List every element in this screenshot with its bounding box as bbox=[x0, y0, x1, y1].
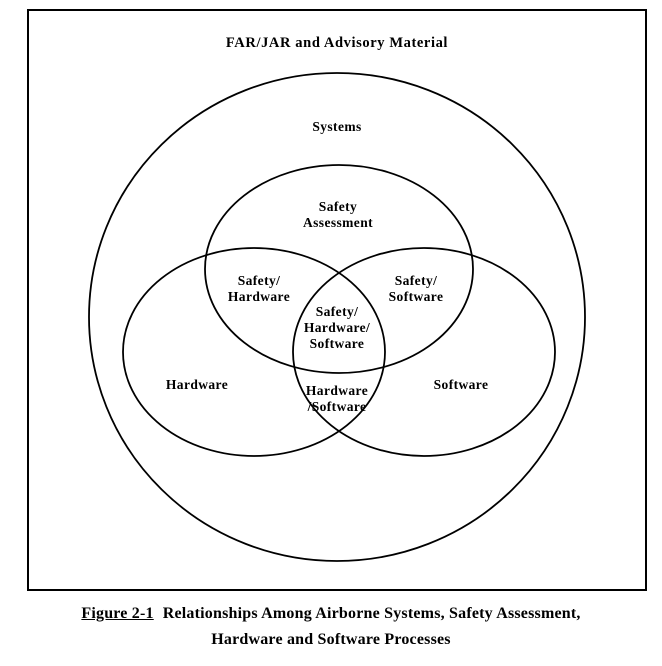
safety-assessment-circle bbox=[204, 164, 474, 374]
systems-circle bbox=[88, 72, 586, 562]
safety-assessment-label: Safety Assessment bbox=[303, 199, 373, 231]
hardware-circle bbox=[122, 247, 386, 457]
safety-hardware-software-label-line3: Software bbox=[309, 336, 365, 351]
farjar-advisory-label: FAR/JAR and Advisory Material bbox=[225, 35, 449, 51]
systems-label: Systems bbox=[312, 119, 362, 134]
hardware-software-label-line2: /Software bbox=[307, 399, 367, 414]
safety-hardware-label: Safety/ Hardware bbox=[228, 273, 290, 305]
software-label: Software bbox=[433, 377, 489, 392]
safety-hardware-software-label-line2: Hardware/ bbox=[303, 320, 371, 335]
figure-caption: Figure 2-1 Relationships Among Airborne S… bbox=[0, 601, 662, 653]
safety-assessment-label-line1: Safety bbox=[318, 199, 358, 214]
safety-software-label-line2: Software bbox=[388, 289, 444, 304]
safety-hardware-software-label: Safety/ Hardware/ Software bbox=[304, 304, 370, 352]
hardware-label: Hardware bbox=[165, 377, 229, 392]
software-circle bbox=[292, 247, 556, 457]
figure-number: Figure 2-1 bbox=[81, 605, 154, 622]
safety-software-label-line1: Safety/ bbox=[394, 273, 438, 288]
outer-boundary-rect bbox=[27, 9, 647, 591]
caption-line1: Figure 2-1 Relationships Among Airborne S… bbox=[0, 601, 662, 627]
caption-title-line1: Relationships Among Airborne Systems, Sa… bbox=[162, 605, 581, 622]
caption-title-line2: Hardware and Software Processes bbox=[211, 631, 451, 648]
safety-hardware-label-line2: Hardware bbox=[227, 289, 291, 304]
hardware-software-label: Hardware /Software bbox=[306, 383, 368, 415]
safety-software-label: Safety/ Software bbox=[389, 273, 444, 305]
hardware-software-label-line1: Hardware bbox=[305, 383, 369, 398]
safety-hardware-label-line1: Safety/ bbox=[237, 273, 281, 288]
safety-hardware-software-label-line1: Safety/ bbox=[315, 304, 359, 319]
safety-assessment-label-line2: Assessment bbox=[303, 215, 373, 230]
